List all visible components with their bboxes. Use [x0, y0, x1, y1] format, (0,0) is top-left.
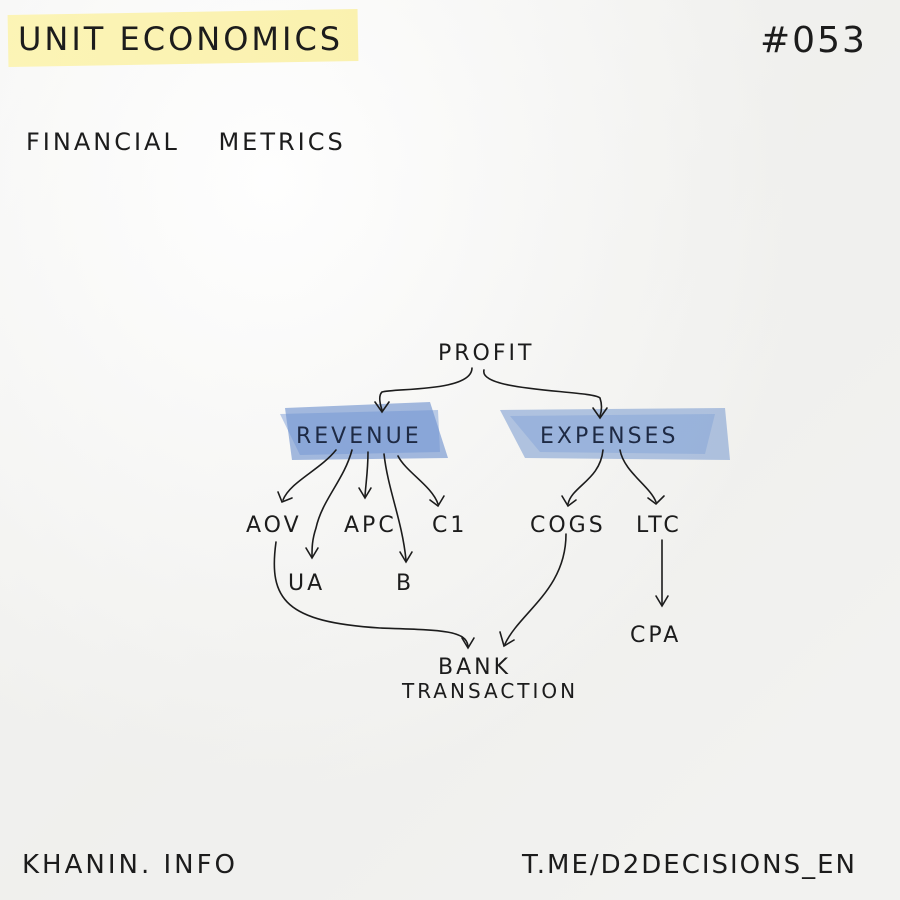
arrowhead	[592, 407, 608, 420]
node-profit: PROFIT	[438, 341, 534, 366]
arrowhead	[374, 401, 390, 414]
edge-expenses-ltc	[619, 449, 657, 503]
edge-aov-bank	[273, 541, 469, 647]
edge-expenses-cogs	[567, 449, 604, 505]
edge-revenue-c1	[397, 455, 439, 505]
expenses-highlight	[500, 408, 730, 460]
arrowhead	[647, 495, 665, 506]
node-ua: UA	[288, 571, 325, 596]
node-expenses: EXPENSES	[540, 424, 678, 449]
revenue-highlight	[285, 402, 448, 460]
edge-profit-expenses	[483, 369, 603, 417]
arrowhead	[499, 631, 515, 648]
edge-revenue-b	[383, 453, 407, 561]
node-aov: AOV	[246, 513, 302, 538]
node-revenue: REVENUE	[296, 424, 422, 449]
node-c1: C1	[432, 513, 467, 538]
node-bank-line2: TRANSACTION	[401, 679, 578, 703]
footer-website: KHANIN. INFO	[22, 850, 239, 880]
node-apc: APC	[344, 513, 397, 538]
arrowhead	[429, 495, 445, 508]
revenue-highlight-2	[280, 410, 440, 455]
edge-profit-revenue	[378, 367, 473, 411]
node-bank-line1: BANK	[438, 655, 511, 680]
node-ltc: LTC	[636, 513, 682, 538]
issue-number: #053	[760, 20, 867, 61]
arrowhead	[561, 495, 577, 508]
edge-revenue-apc	[364, 451, 369, 497]
section-subtitle: FINANCIAL METRICS	[26, 128, 346, 156]
arrowhead	[655, 595, 669, 608]
page-title: UNIT ECONOMICS	[18, 20, 344, 58]
node-cpa: CPA	[630, 623, 681, 648]
arrowhead	[305, 547, 319, 560]
edge-cogs-bank	[504, 533, 567, 645]
node-b: B	[396, 571, 414, 596]
edge-revenue-ua	[311, 449, 353, 557]
footer-telegram-link: T.ME/D2DECISIONS_EN	[522, 850, 857, 880]
arrowhead	[461, 637, 475, 650]
edge-revenue-aov	[282, 449, 337, 501]
node-cogs: COGS	[530, 513, 606, 538]
arrowhead	[277, 491, 293, 504]
arrowhead	[358, 487, 372, 500]
arrowhead	[399, 551, 413, 564]
expenses-highlight-2	[510, 414, 715, 454]
